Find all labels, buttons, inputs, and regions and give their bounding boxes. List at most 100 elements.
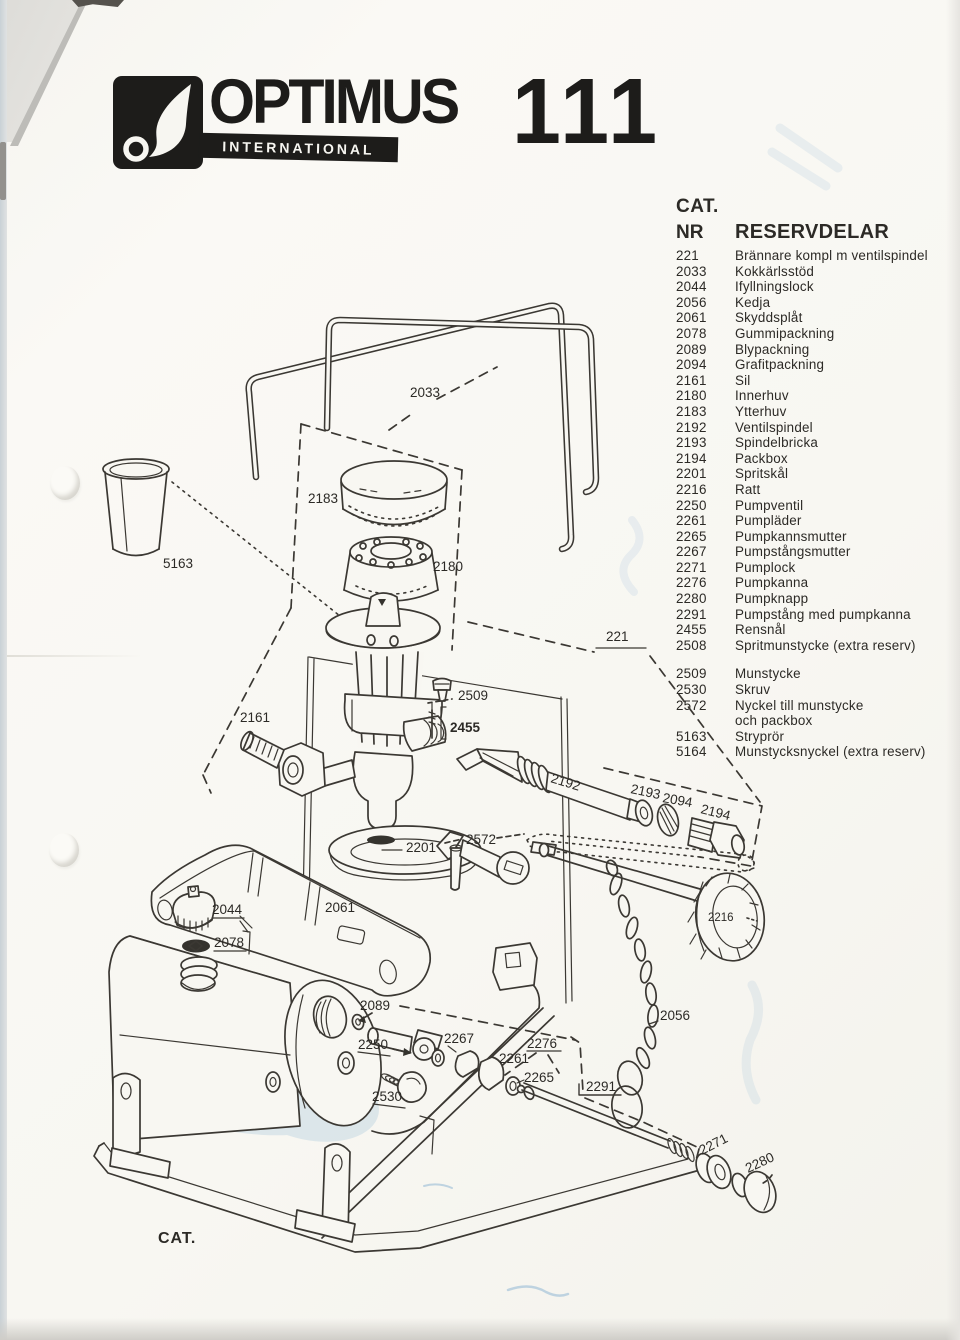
part-number: 2216 (676, 481, 707, 497)
parts-row: 2193 Spindelbricka (676, 435, 954, 451)
parts-row: 2509 Munstycke (676, 666, 954, 682)
part-name: Kokkärlsstöd (735, 263, 815, 279)
part-label-2216: 2216 (708, 912, 734, 924)
part-name: Spritskål (735, 466, 789, 482)
part-name: Skyddsplåt (735, 310, 803, 326)
parts-rows-block1: 221 Brännare kompl m ventilspindel 2033 … (676, 248, 954, 653)
part-label-2509: 2509 (458, 688, 488, 703)
part-number: 2180 (676, 388, 707, 404)
part-number: 2089 (676, 341, 707, 357)
part-number: 2061 (676, 310, 707, 326)
part-label-2056: 2056 (660, 1008, 690, 1023)
optimus-logo (113, 76, 203, 169)
part-label-5163: 5163 (163, 556, 193, 571)
part-name: Kedja (735, 294, 771, 310)
part-label-2572: 2572 (466, 832, 496, 847)
list-header-nr: NR (676, 222, 704, 243)
part-label-2193: 2193 (629, 781, 662, 802)
part-number: 2280 (676, 591, 707, 607)
part-label-2094: 2094 (661, 790, 694, 810)
parts-row: 2291 Pumpstång med pumpkanna (676, 607, 954, 623)
parts-row: 221 Brännare kompl m ventilspindel (676, 248, 954, 264)
part-name: Pumpventil (735, 497, 804, 513)
part-number: 2161 (676, 372, 707, 388)
brand-name: OPTIMUS (209, 67, 460, 138)
part-number: 2194 (676, 450, 707, 466)
parts-row: 2056 Kedja (676, 295, 954, 311)
part-number: 2508 (676, 637, 707, 653)
parts-row: 5164 Munstycksnyckel (extra reserv) (676, 744, 954, 760)
part-number: 2530 (676, 682, 707, 698)
parts-row: 2201 Spritskål (676, 466, 954, 482)
parts-row: och packbox (676, 713, 954, 729)
part-number: 2509 (676, 666, 707, 682)
part-label-2078: 2078 (214, 935, 244, 950)
parts-row: 2530 Skruv (676, 682, 954, 698)
diagram-cat-label: CAT. (158, 1230, 197, 1247)
parts-row: 2094 Grafitpackning (676, 357, 954, 373)
part-number: 2033 (676, 263, 707, 279)
parts-row: 5163 Stryprör (676, 729, 954, 745)
part-label-2044: 2044 (212, 902, 243, 917)
part-label-2291: 2291 (586, 1079, 616, 1094)
scan-bottom-shadow (0, 1318, 960, 1340)
parts-list: CAT. NR RESERVDELAR 221 Brännare kompl m… (676, 196, 954, 760)
part-number: 2265 (676, 528, 707, 544)
part-label-2061: 2061 (325, 900, 355, 915)
scan-right-shadow (946, 0, 960, 1340)
parts-row: 2061 Skyddsplåt (676, 310, 954, 326)
hole-punch-mark (50, 466, 80, 500)
parts-row: 2044 Ifyllningslock (676, 279, 954, 295)
part-number: 2276 (676, 575, 707, 591)
parts-row: 2180 Innerhuv (676, 388, 954, 404)
part-label-2161: 2161 (240, 710, 270, 725)
part-name: Ifyllningslock (735, 279, 814, 295)
part-number: 2094 (676, 357, 707, 373)
parts-row: 2216 Ratt (676, 482, 954, 498)
part-name: Rensnål (735, 622, 786, 638)
part-number: 2044 (676, 279, 707, 295)
part-label-2267: 2267 (444, 1031, 474, 1046)
part-name: Pumpläder (735, 513, 802, 529)
parts-row: 2194 Packbox (676, 451, 954, 467)
part-label-2261: 2261 (499, 1051, 529, 1066)
part-number: 5164 (676, 744, 707, 760)
part-name: Spindelbricka (735, 435, 818, 451)
part-name: Innerhuv (735, 388, 789, 404)
part-name: Ytterhuv (735, 403, 787, 419)
part-name: Pumpstång med pumpkanna (735, 606, 911, 622)
part-name: Packbox (735, 450, 788, 466)
list-header-title: RESERVDELAR (735, 221, 890, 243)
hole-punch-mark (49, 833, 79, 867)
parts-row: 2192 Ventilspindel (676, 420, 954, 436)
part-name: Nyckel till munstycke (735, 697, 864, 713)
parts-row: 2265 Pumpkannsmutter (676, 529, 954, 545)
part-label-221: 221 (606, 629, 629, 644)
part-number: 2261 (676, 513, 707, 529)
parts-row: 2183 Ytterhuv (676, 404, 954, 420)
part-number: 2267 (676, 544, 707, 560)
part-name: Spritmunstycke (extra reserv) (735, 637, 916, 653)
part-number: 2271 (676, 559, 707, 575)
part-name: Sil (735, 372, 751, 388)
part-label-2201: 2201 (406, 840, 436, 855)
part-name: Pumpknapp (735, 591, 809, 607)
part-number: 2455 (676, 622, 707, 638)
part-number: 5163 (676, 728, 707, 744)
part-label-2530: 2530 (372, 1089, 402, 1104)
part-name: Skruv (735, 682, 771, 698)
parts-row: 2161 Sil (676, 373, 954, 389)
part-name: Pumpkannsmutter (735, 528, 847, 544)
parts-row: 2089 Blypackning (676, 342, 954, 358)
parts-row: 2455 Rensnål (676, 622, 954, 638)
parts-row: 2261 Pumpläder (676, 513, 954, 529)
part-label-2089: 2089 (360, 998, 390, 1013)
part-name: Blypackning (735, 341, 810, 357)
part-number: 2201 (676, 466, 707, 482)
part-name: Stryprör (735, 728, 785, 744)
parts-row: 2276 Pumpkanna (676, 575, 954, 591)
part-name: Ratt (735, 481, 761, 497)
scan-left-mark (0, 142, 6, 200)
